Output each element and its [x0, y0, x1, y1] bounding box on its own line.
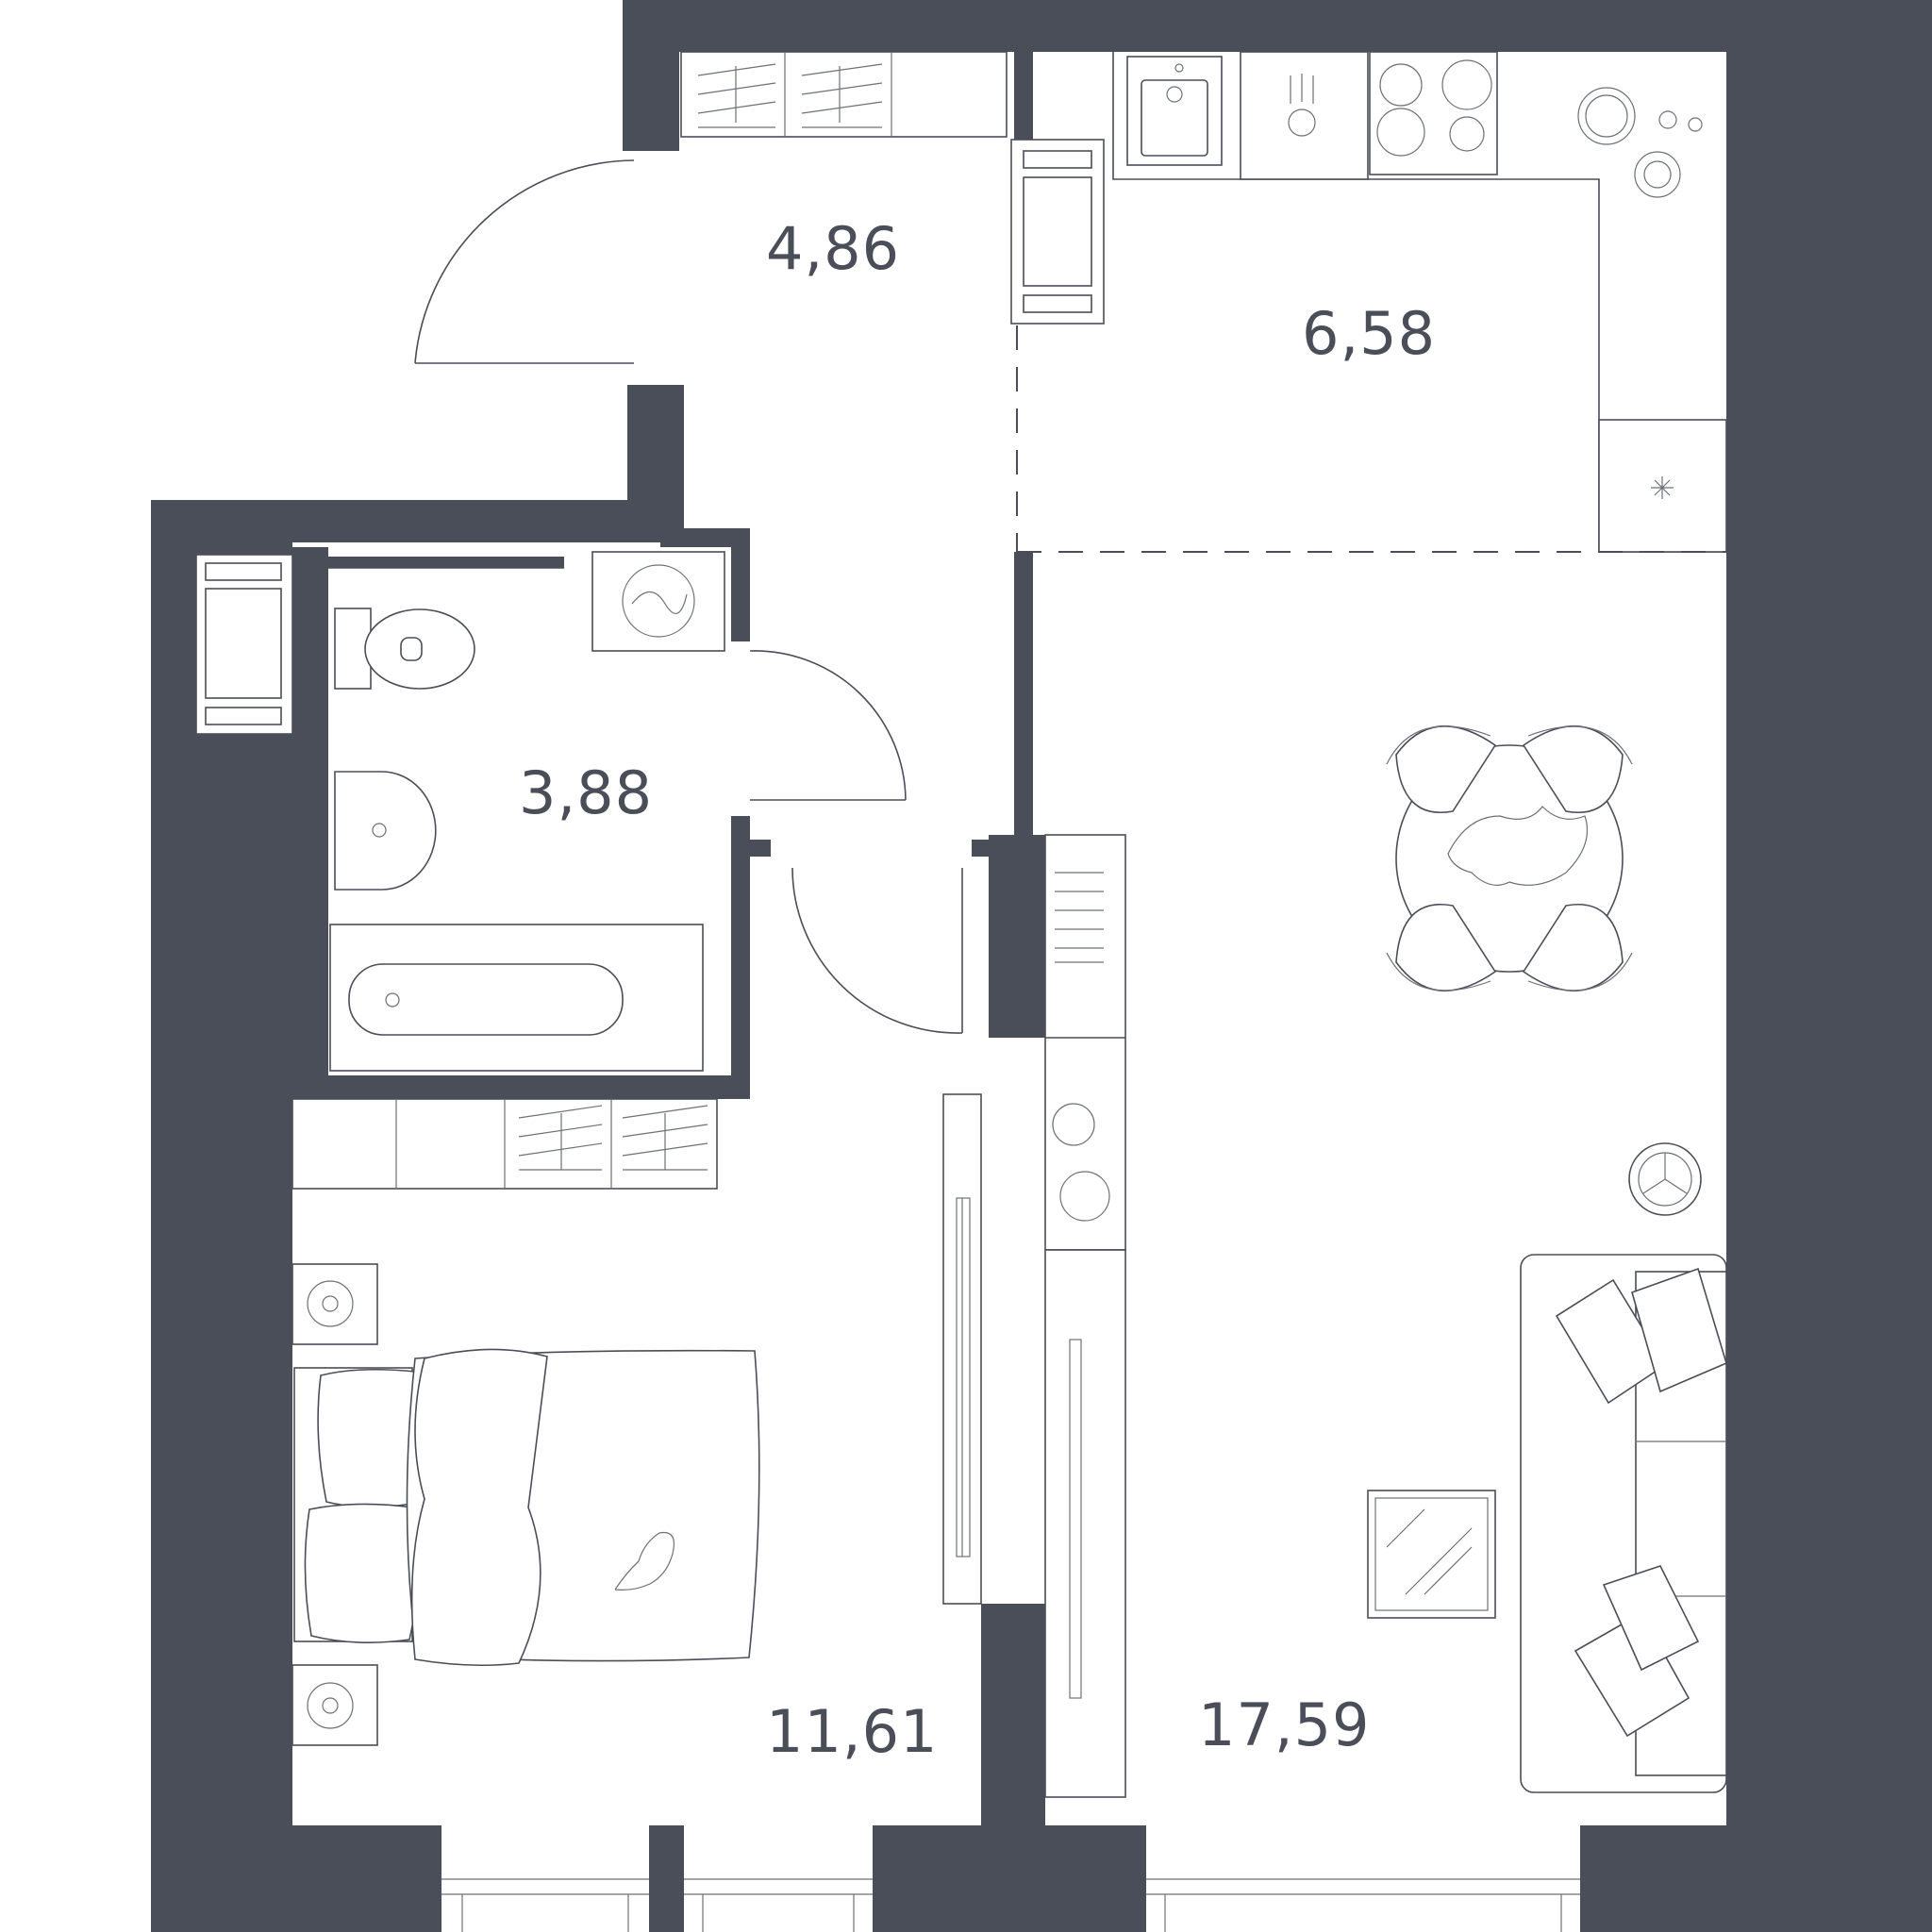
kitchen-area-label: 6,58: [1302, 299, 1436, 368]
hallway-furniture: [414, 51, 1008, 364]
hallway-area-label: 4,86: [766, 214, 900, 283]
bedroom-area-label: 11,61: [766, 1697, 939, 1766]
chair-bottom-right: [1522, 904, 1633, 991]
living-furniture: [1367, 725, 1727, 1793]
bathroom-area-label: 3,88: [519, 758, 653, 827]
bedroom-furniture: [291, 1093, 982, 1746]
windows: [441, 1825, 1580, 1932]
bedroom-door: [791, 867, 963, 1034]
living-room-area-label: 17,59: [1198, 1690, 1371, 1759]
radiator: [1010, 139, 1105, 325]
chair-top-right: [1522, 725, 1633, 813]
corridor-shelf: [1044, 834, 1126, 1798]
chair-bottom-left: [1386, 904, 1497, 991]
chair-top-left: [1386, 725, 1497, 813]
area-labels: 4,86 6,58 3,88 11,61 17,59: [519, 214, 1436, 1766]
kitchen-furniture: [1016, 51, 1727, 553]
walls: [151, 0, 1932, 1932]
bathroom-furniture: [195, 551, 907, 1072]
